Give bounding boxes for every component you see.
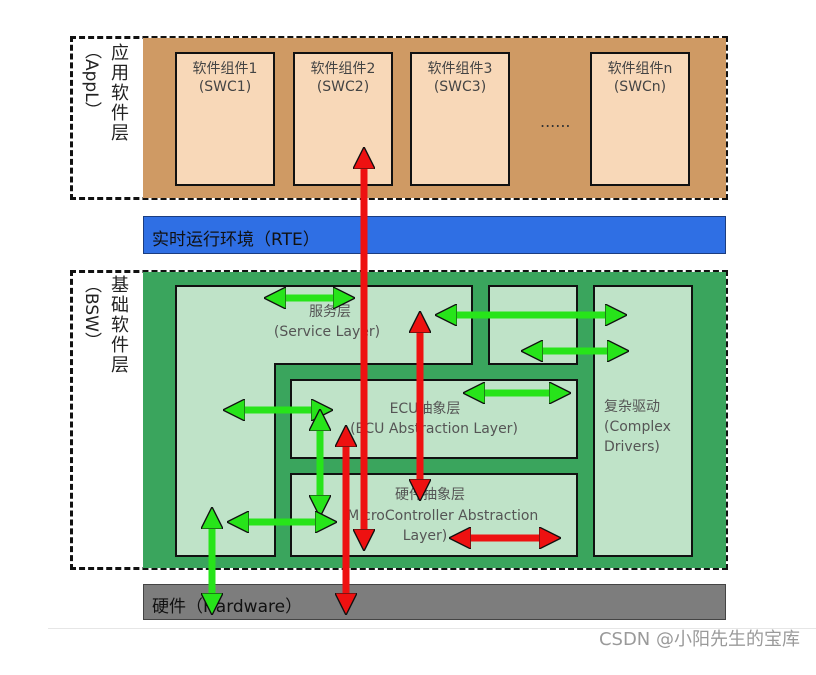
ecu-layer-subtitle: (ECU Abstraction Layer): [350, 421, 518, 437]
appl-side-label-en: （AppL）: [81, 42, 101, 119]
bsw-dashed-frame: [70, 270, 728, 570]
watermark: CSDN @小阳先生的宝库: [598, 629, 800, 650]
swc-1: 软件组件1 (SWC1): [175, 52, 275, 186]
appl-dashed-frame: [70, 36, 728, 200]
bsw-side-label: 基 础 软 件 层: [111, 275, 129, 376]
mcal-layer-subtitle-2: Layer): [402, 528, 448, 544]
ellipsis: ......: [540, 112, 571, 131]
swc-3: 软件组件3 (SWC3): [410, 52, 510, 186]
cdd-title: 复杂驱动: [604, 399, 660, 415]
swc-n: 软件组件n (SWCn): [590, 52, 690, 186]
bsw-side-label-en: （BSW）: [81, 276, 101, 349]
hardware-label: 硬件（Hardware）: [152, 597, 303, 617]
mcal-layer-subtitle-1: (MicroController Abstraction: [341, 508, 539, 524]
swc-2: 软件组件2 (SWC2): [293, 52, 393, 186]
appl-side-label: 应 用 软 件 层: [111, 43, 129, 144]
rte-bar: [143, 216, 726, 254]
hardware-bar: [143, 584, 726, 620]
bottom-divider: [48, 628, 816, 629]
rte-label: 实时运行环境（RTE）: [152, 230, 320, 250]
cdd-subtitle-2: Drivers): [604, 439, 660, 455]
cdd-subtitle-1: (Complex: [604, 419, 671, 435]
